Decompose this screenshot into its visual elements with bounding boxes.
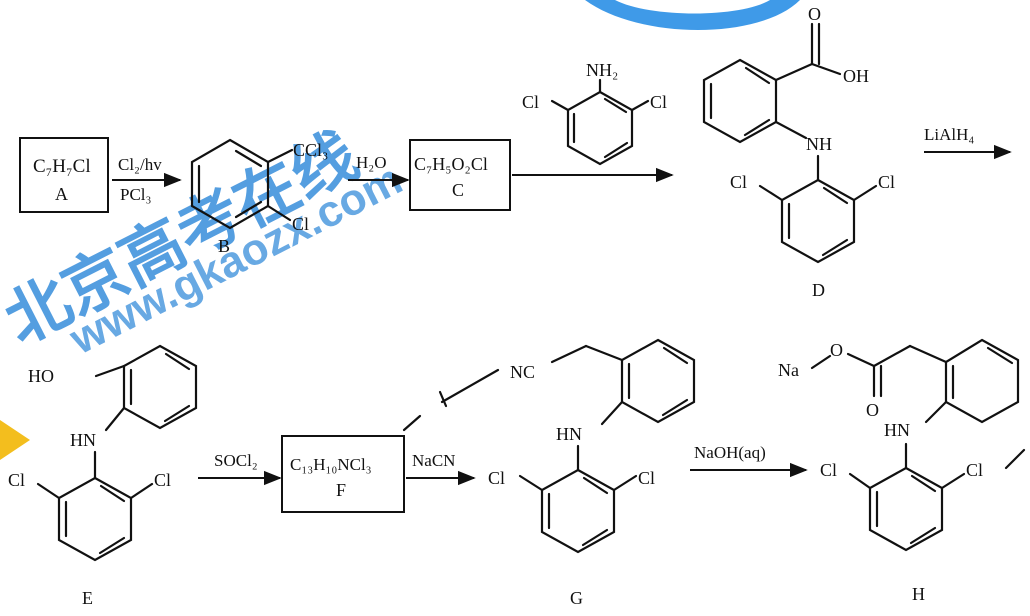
compound-H-label: H xyxy=(912,584,925,604)
compound-H: Na O O HN Cl Cl H xyxy=(778,338,1026,604)
step1: Cl₂/hv PCl₃ xyxy=(112,155,182,204)
compound-G-cl-right: Cl xyxy=(638,468,655,488)
step1-reagent-bottom: PCl₃ xyxy=(120,185,152,204)
compound-H-lower-ring xyxy=(868,466,944,552)
compound-D-cl-right: Cl xyxy=(878,172,895,192)
step5: SOCl₂ xyxy=(198,451,282,486)
compound-D-nh: NH xyxy=(806,134,832,154)
watermark-arrow-icon xyxy=(0,420,30,460)
compound-D-oh: OH xyxy=(843,66,869,86)
compound-C-label: C xyxy=(452,180,464,200)
compound-E-upper-ring xyxy=(122,344,198,430)
dichloroaniline-nh2: NH₂ xyxy=(586,60,618,80)
compound-B-cl: Cl xyxy=(292,214,309,234)
dichloroaniline-ring xyxy=(566,90,634,166)
step6-reagent: NaCN xyxy=(412,451,455,470)
watermark: 北京高考在线 www.gkaozx.com xyxy=(0,0,800,460)
dichloroaniline-cl-left: Cl xyxy=(522,92,539,112)
compound-A: C₇H₇Cl A xyxy=(19,137,109,213)
compound-E-ho: HO xyxy=(28,366,54,386)
compound-D-cl-left: Cl xyxy=(730,172,747,192)
compound-B-ccl3: CCl₃ xyxy=(293,140,328,160)
compound-D-label: D xyxy=(812,280,825,300)
compound-G-nc: NC xyxy=(510,362,535,382)
compound-B: CCl₃ Cl B xyxy=(190,138,328,256)
dichloroaniline: NH₂ Cl Cl xyxy=(522,60,667,166)
compound-G-cl-left: Cl xyxy=(488,468,505,488)
annotation-strokes xyxy=(402,368,500,432)
compound-E-cl-left: Cl xyxy=(8,470,25,490)
compound-G-label: G xyxy=(570,588,583,608)
compound-A-box xyxy=(19,137,109,213)
compound-G-hn: HN xyxy=(556,424,582,444)
compound-C-box xyxy=(409,139,511,211)
step2: H₂O xyxy=(348,153,410,188)
compound-H-na: Na xyxy=(778,360,799,380)
compound-G: NC HN Cl Cl G xyxy=(488,338,696,608)
step7-reagent: NaOH(aq) xyxy=(694,443,766,462)
compound-G-upper-ring xyxy=(620,338,696,424)
compound-E-label: E xyxy=(82,588,93,608)
compound-H-hn: HN xyxy=(884,420,910,440)
compound-C: C₇H₅O₂Cl C xyxy=(409,139,511,211)
dichloroaniline-cl-right: Cl xyxy=(650,92,667,112)
compound-A-formula: C₇H₇Cl xyxy=(33,156,91,177)
compound-F-formula: C₁₃H₁₀NCl₃ xyxy=(290,455,372,474)
step4: LiAlH₄ xyxy=(924,125,1012,160)
compound-F-label: F xyxy=(336,480,346,500)
step6: NaCN xyxy=(406,451,476,486)
compound-D-upper-ring xyxy=(702,58,778,144)
compound-E: HO HN Cl Cl E xyxy=(8,344,198,608)
compound-H-o-ring: O xyxy=(830,340,843,360)
step5-reagent: SOCl₂ xyxy=(214,451,258,470)
compound-D-o: O xyxy=(808,4,821,24)
compound-H-o-carbonyl: O xyxy=(866,400,879,420)
compound-D: O OH NH Cl Cl D xyxy=(702,4,895,300)
compound-B-label: B xyxy=(218,236,230,256)
step3: NH₂ Cl Cl xyxy=(512,60,674,183)
compound-A-label: A xyxy=(55,184,68,204)
compound-G-lower-ring xyxy=(540,468,616,554)
compound-H-cl-right: Cl xyxy=(966,460,983,480)
compound-E-lower-ring xyxy=(57,476,133,562)
step7: NaOH(aq) xyxy=(690,443,808,478)
compound-E-hn: HN xyxy=(70,430,96,450)
step2-reagent: H₂O xyxy=(356,153,386,172)
step1-reagent-top: Cl₂/hv xyxy=(118,155,162,174)
compound-C-formula: C₇H₅O₂Cl xyxy=(414,154,488,174)
step4-reagent: LiAlH₄ xyxy=(924,125,974,144)
compound-D-lower-ring xyxy=(780,178,856,264)
compound-E-cl-right: Cl xyxy=(154,470,171,490)
compound-H-upper-ring xyxy=(944,338,1020,424)
compound-H-cl-left: Cl xyxy=(820,460,837,480)
compound-F: C₁₃H₁₀NCl₃ F xyxy=(281,435,405,513)
compound-F-box xyxy=(281,435,405,513)
watermark-logo-arc xyxy=(585,0,800,30)
